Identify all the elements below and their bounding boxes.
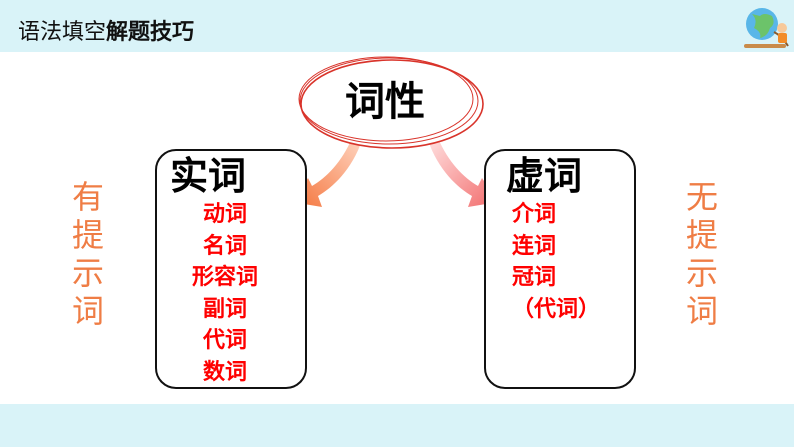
header-bar: 语法填空解题技巧 [0,0,794,52]
list-item: 数词 [202,359,247,385]
left-box-title: 实词 [170,154,247,198]
side-char: 无 [685,178,718,216]
side-char: 词 [685,292,718,330]
center-label: 词性 [345,79,425,125]
side-char: 有 [71,178,104,216]
left-word-list: 动词 名词 形容词 副词 代词 数词 [170,199,280,388]
right-word-list: 介词 连词 冠词 （代词） [512,199,612,325]
page-title: 语法填空解题技巧 [18,14,194,46]
curved-arrow-left-icon [292,138,362,207]
title-normal: 语法填空 [18,20,107,45]
list-item: 连词 [512,233,557,259]
list-item: （代词） [512,296,601,322]
left-box [155,149,307,389]
title-bold: 解题技巧 [106,20,195,45]
right-box-title: 虚词 [506,154,583,198]
list-item: 名词 [202,233,247,259]
center-ellipse [298,56,484,149]
list-item: 形容词 [191,265,258,290]
globe-kid-icon [744,8,789,48]
side-char: 词 [71,292,104,330]
list-item: 介词 [512,202,557,227]
left-side-label: 有 提 示 词 [68,178,108,330]
list-item: 副词 [202,296,247,322]
side-char: 提 [71,216,104,254]
side-char: 提 [685,216,718,254]
list-item: 动词 [202,202,247,227]
curved-arrow-right-icon [428,138,498,207]
list-item: 冠词 [512,265,557,290]
side-char: 示 [685,254,718,292]
footer-bar [0,404,794,447]
right-box [484,149,636,389]
right-side-label: 无 提 示 词 [682,178,722,330]
diagram-canvas [155,56,636,389]
side-char: 示 [71,254,104,292]
list-item: 代词 [202,328,247,353]
